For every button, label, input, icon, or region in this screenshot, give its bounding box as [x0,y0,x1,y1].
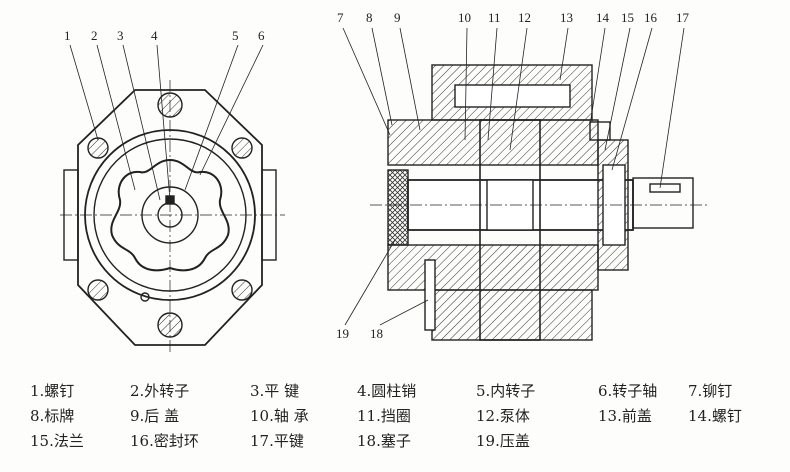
callout-17: 17 [676,10,689,25]
legend-item: 6.转子轴 [598,382,658,400]
callout-3: 3 [117,28,124,43]
legend-item: 11.挡圈 [357,407,411,425]
callout-7: 7 [337,10,344,25]
callout-5: 5 [232,28,239,43]
callout-6: 6 [258,28,265,43]
callout-18: 18 [370,326,383,341]
legend-item: 7.铆钉 [688,382,733,400]
callout-10: 10 [458,10,471,25]
callout-15: 15 [621,10,634,25]
callout-1: 1 [64,28,71,43]
legend-item: 10.轴 承 [250,407,309,425]
callout-14: 14 [596,10,609,25]
legend-item: 1.螺钉 [30,382,75,400]
legend-item: 12.泵体 [476,407,530,425]
legend-item: 16.密封环 [130,432,199,450]
legend-item: 18.塞子 [357,432,411,450]
callout-12: 12 [518,10,531,25]
callout-4: 4 [151,28,158,43]
front-view [60,44,285,355]
legend-item: 15.法兰 [30,432,84,450]
legend-item: 4.圆柱销 [357,382,417,400]
callout-9: 9 [394,10,401,25]
callout-2: 2 [91,28,98,43]
legend-item: 17.平键 [250,432,304,450]
callout-8: 8 [366,10,373,25]
section-view [342,27,710,341]
callout-16: 16 [644,10,657,25]
callout-11: 11 [488,10,501,25]
legend-item: 8.标牌 [30,407,75,425]
legend-item: 13.前盖 [598,407,652,425]
legend-item: 9.后 盖 [130,407,180,425]
callout-19: 19 [336,326,349,341]
legend-item: 19.压盖 [476,432,530,450]
legend-item: 2.外转子 [130,382,190,400]
legend-item: 5.内转子 [476,382,536,400]
legend-item: 14.螺钉 [688,407,742,425]
callout-13: 13 [560,10,573,25]
legend-item: 3.平 键 [250,382,300,400]
